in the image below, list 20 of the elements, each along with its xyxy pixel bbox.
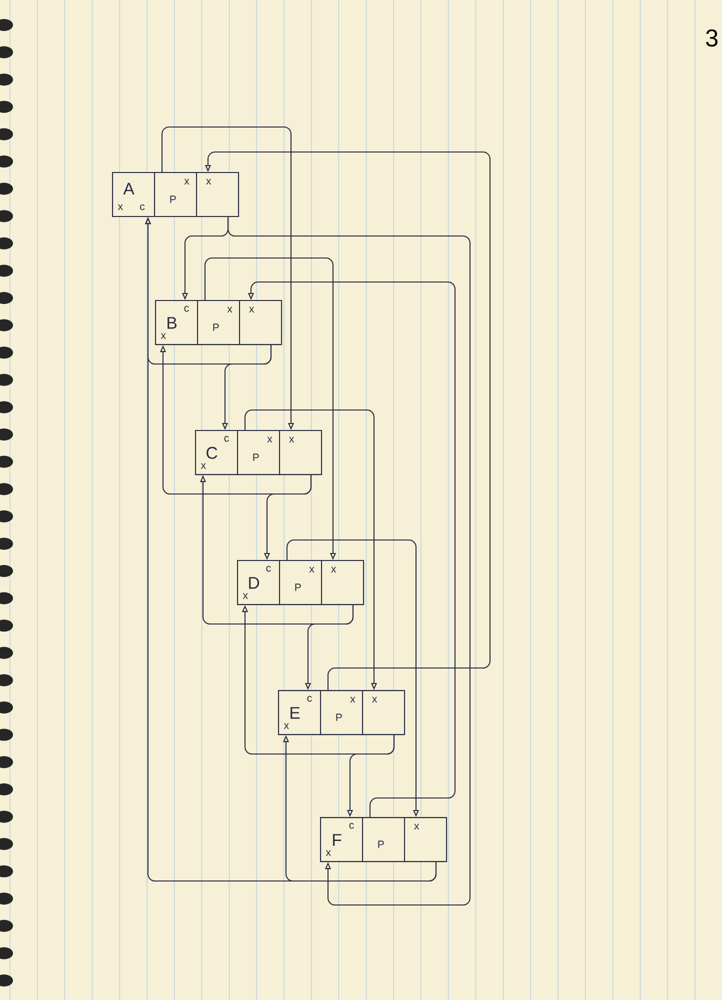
- register-cell: x: [196, 172, 240, 218]
- register-cell: x P: [237, 430, 280, 476]
- register-cell: x: [321, 560, 364, 606]
- register-cell: x: [362, 690, 406, 736]
- register-cell: c D x: [237, 560, 280, 606]
- register-cell: x: [239, 300, 282, 346]
- register-cell: x P: [320, 690, 364, 736]
- register-cell: x P: [197, 300, 240, 346]
- register-cell: x P: [279, 560, 322, 606]
- register-cell: x: [404, 817, 448, 862]
- register-cell: A x c: [112, 172, 156, 218]
- page-number: 3: [706, 29, 718, 47]
- register-cell: c B x: [155, 300, 198, 346]
- connector-arrow: [227, 217, 471, 906]
- register-cell: c C x: [195, 430, 238, 476]
- register-cell: x P: [154, 172, 198, 218]
- register-cell: c E x: [278, 690, 322, 736]
- register-cell: x: [279, 430, 322, 476]
- register-cell: c F x: [320, 817, 364, 862]
- register-cell: P: [362, 817, 406, 862]
